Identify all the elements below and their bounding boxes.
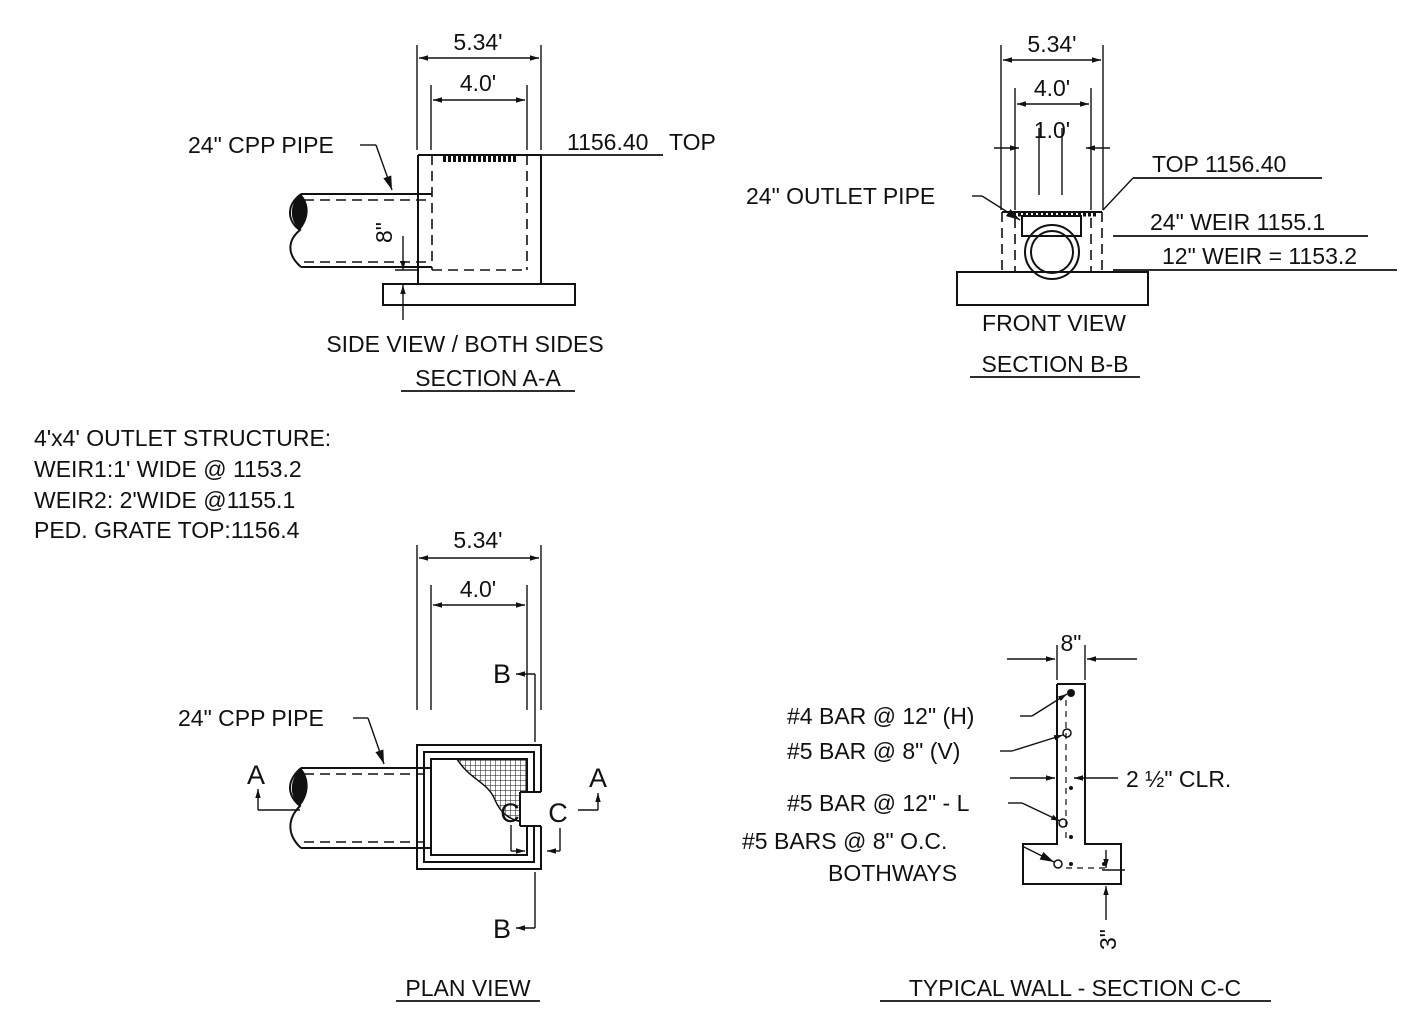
section-a-caption-title: SECTION A-A [415, 365, 561, 391]
plan-pipe-callout: 24" CPP PIPE [178, 705, 385, 765]
section-mark-a-left-label: A [247, 760, 265, 790]
section-a-structure [382, 154, 576, 306]
section-b-dim-overall: 5.34' [1027, 31, 1076, 57]
section-mark-a-right-label: A [589, 763, 607, 793]
section-mark-a-right: A [578, 763, 607, 811]
section-b-pipe-label: 24" OUTLET PIPE [746, 183, 935, 209]
section-b-b: 5.34' 4.0' 1.0' TOP 1156.40 24" OUTLET P… [746, 31, 1397, 378]
structure-notes: 4'x4' OUTLET STRUCTURE: WEIR1:1' WIDE @ … [34, 425, 331, 543]
section-b-structure [956, 211, 1149, 306]
section-b-dim-weir: 1.0' [1034, 117, 1070, 143]
section-a-dim-8in-label: 8" [371, 222, 397, 243]
section-b-callouts: TOP 1156.40 24" OUTLET PIPE 24" WEIR 115… [746, 151, 1397, 271]
section-a-dim-overall: 5.34' [453, 29, 502, 55]
section-a-a: 5.34' 4.0' 24" CPP PIPE [188, 29, 716, 392]
note-line-1: 4'x4' OUTLET STRUCTURE: [34, 425, 331, 451]
section-a-dimensions: 5.34' 4.0' [416, 29, 542, 150]
wall-bars5-label-line2: BOTHWAYS [828, 860, 957, 886]
typical-wall-section: 8" #4 BAR @ 12" (H) #5 BAR @ 8" (V) 2 ½" [742, 630, 1271, 1002]
wall-dim-3in-label: 3" [1095, 929, 1121, 950]
section-a-top-suffix: TOP [669, 129, 716, 155]
plan-dim-overall: 5.34' [453, 527, 502, 553]
section-a-top-elevation: 1156.40 TOP [541, 129, 716, 156]
section-mark-b-top: B [493, 659, 536, 742]
plan-structure [416, 744, 544, 870]
section-a-pipe-callout: 24" CPP PIPE [188, 132, 393, 191]
section-a-footing [382, 283, 576, 306]
section-b-footing [956, 271, 1149, 306]
section-mark-b-top-label: B [493, 659, 511, 689]
note-line-4: PED. GRATE TOP:1156.4 [34, 517, 300, 543]
section-a-caption-view: SIDE VIEW / BOTH SIDES [326, 331, 603, 357]
wall-dim-8in: 8" [1007, 630, 1137, 680]
plan-pipe-label: 24" CPP PIPE [178, 705, 324, 731]
section-a-dim-inner: 4.0' [460, 70, 496, 96]
wall-clear-cover-label: 2 ½" CLR. [1126, 766, 1231, 792]
plan-dim-inner: 4.0' [460, 576, 496, 602]
section-mark-c: C C [500, 798, 568, 854]
section-b-top-label: TOP 1156.40 [1152, 151, 1286, 177]
wall-dim-3in: 3" [1095, 850, 1125, 950]
section-a-dim-8in: 8" [371, 222, 418, 320]
section-b-caption-view: FRONT VIEW [982, 310, 1126, 336]
section-b-weir24: 24" WEIR 1155.1 [1150, 209, 1325, 235]
section-a-pipe [289, 193, 432, 268]
section-b-weir12: 12" WEIR = 1153.2 [1162, 243, 1357, 269]
note-line-3: WEIR2: 2'WIDE @1155.1 [34, 487, 295, 513]
section-a-pipe-label: 24" CPP PIPE [188, 132, 334, 158]
note-line-2: WEIR1:1' WIDE @ 1153.2 [34, 456, 302, 482]
section-mark-b-bottom-label: B [493, 914, 511, 944]
wall-dim-8in-label: 8" [1061, 630, 1082, 656]
plan-view: 5.34' 4.0' 24" CPP PIPE [178, 527, 607, 1002]
wall-bar4-label: #4 BAR @ 12" (H) [787, 703, 974, 729]
section-mark-b-bottom: B [493, 872, 536, 944]
section-mark-c-left-label: C [500, 798, 520, 828]
wall-callouts: #4 BAR @ 12" (H) #5 BAR @ 8" (V) 2 ½" CL… [742, 693, 1231, 886]
plan-dimensions: 5.34' 4.0' [416, 527, 542, 710]
section-b-dimensions: 5.34' 4.0' 1.0' [994, 31, 1110, 210]
section-b-outlet-pipe [1024, 224, 1080, 280]
wall-bar5l-label: #5 BAR @ 12" - L [787, 790, 970, 816]
wall-caption: TYPICAL WALL - SECTION C-C [909, 975, 1241, 1001]
plan-pipe [289, 767, 431, 849]
wall-bars5-label-line1: #5 BARS @ 8" O.C. [742, 828, 947, 854]
section-b-dim-inner: 4.0' [1034, 75, 1070, 101]
wall-body [1022, 683, 1122, 885]
plan-caption: PLAN VIEW [405, 975, 531, 1001]
section-b-caption-title: SECTION B-B [982, 351, 1129, 377]
section-mark-c-right-label: C [548, 798, 568, 828]
section-a-top-elev: 1156.40 [567, 129, 648, 155]
wall-bar5v-label: #5 BAR @ 8" (V) [787, 738, 960, 764]
section-mark-a-left: A [247, 760, 300, 811]
